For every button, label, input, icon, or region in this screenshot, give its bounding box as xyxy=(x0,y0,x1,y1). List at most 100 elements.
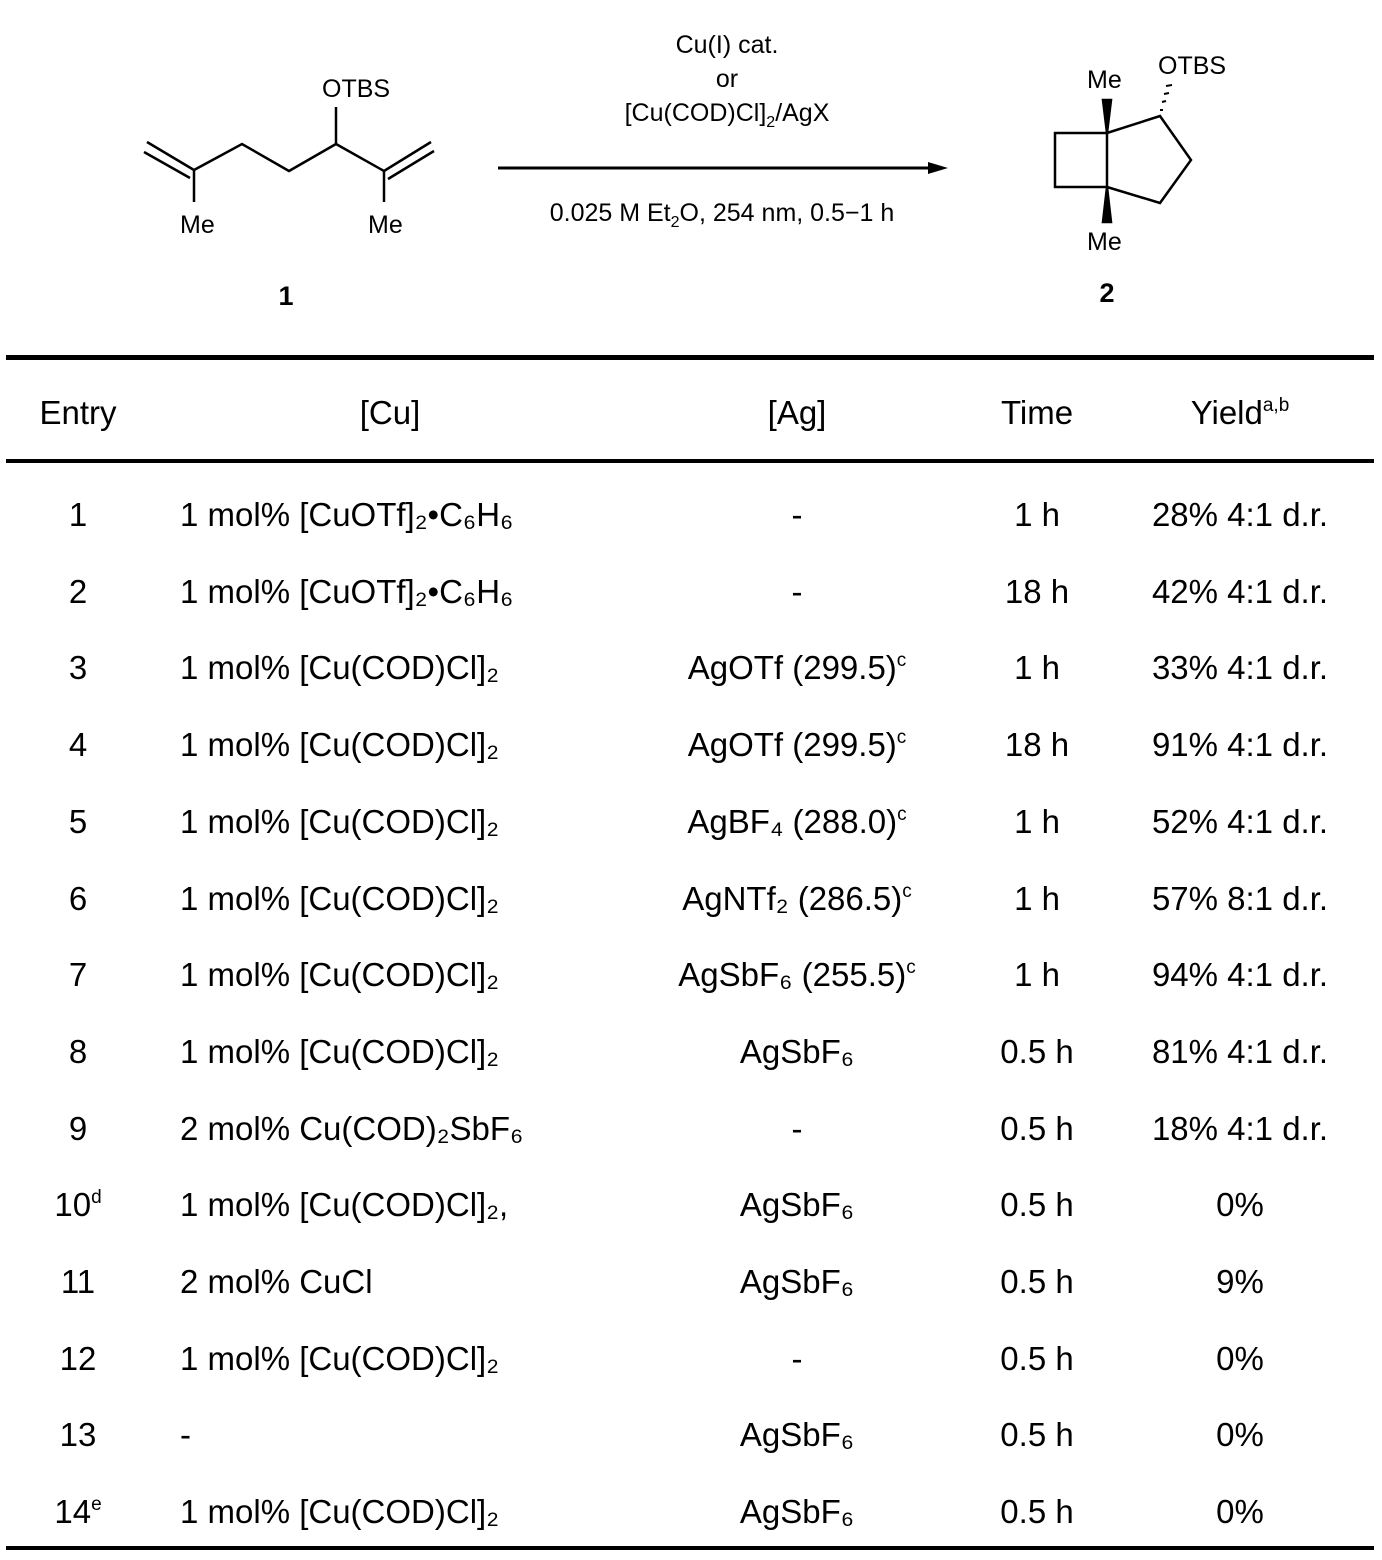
cell-time: 18 h xyxy=(1005,728,1069,761)
cell-time: 0.5 h xyxy=(1000,1495,1073,1528)
cell-ag-text: AgOTf (299.5) xyxy=(687,649,897,687)
cell-yield: 57% 8:1 d.r. xyxy=(1152,882,1328,915)
cell-ag-text: AgSbF₆ xyxy=(739,1186,855,1224)
cell-time: 1 h xyxy=(1014,882,1060,915)
footnote-marker: c xyxy=(897,803,907,825)
footnote-marker: d xyxy=(91,1187,102,1209)
cell-yield-text: 52% 4:1 d.r. xyxy=(1151,802,1329,840)
cell-cu-text: 1 mol% [CuOTf]₂•C₆H₆ xyxy=(180,496,514,533)
cell-entry-text: 6 xyxy=(68,879,88,917)
cell-entry-text: 8 xyxy=(68,1032,88,1070)
cell-ag: AgSbF₆ xyxy=(740,1495,854,1528)
table-bottom-rule xyxy=(6,1546,1374,1550)
cell-ag: AgBF₄ (288.0)c xyxy=(687,805,906,838)
cell-time-text: 0.5 h xyxy=(1000,1493,1074,1531)
cell-cu: 1 mol% [Cu(COD)Cl]₂ xyxy=(180,651,499,684)
condition-catalyst: Cu(I) cat. xyxy=(675,31,779,59)
cell-time: 18 h xyxy=(1005,575,1069,608)
alt-catalyst-text-2: /AgX xyxy=(775,99,830,127)
cell-time-text: 0.5 h xyxy=(1000,1416,1074,1454)
cell-entry: 9 xyxy=(69,1112,87,1145)
table-top-rule xyxy=(6,355,1374,360)
reactant-me-left-label: Me xyxy=(180,211,215,239)
cell-cu-text: 2 mol% Cu(COD)₂SbF₆ xyxy=(180,1109,524,1147)
header-entry: Entry xyxy=(39,394,117,431)
cell-entry-text: 2 xyxy=(68,572,88,610)
cell-cu-text: 1 mol% [Cu(COD)Cl]₂ xyxy=(180,1339,500,1377)
cell-yield: 0% xyxy=(1216,1342,1264,1375)
cell-ag: - xyxy=(792,498,803,531)
cell-yield: 42% 4:1 d.r. xyxy=(1152,575,1328,608)
cell-cu: 1 mol% [Cu(COD)Cl]₂ xyxy=(180,1342,499,1375)
cell-ag-text: AgSbF₆ xyxy=(739,1416,855,1454)
cell-ag: AgSbF₆ xyxy=(740,1265,854,1298)
cell-yield: 0% xyxy=(1216,1418,1264,1451)
reactant-otbs-label: OTBS xyxy=(322,75,391,103)
cell-yield-text: 81% 4:1 d.r. xyxy=(1151,1032,1329,1070)
header-yield-text: Yield xyxy=(1190,394,1263,431)
cell-time: 1 h xyxy=(1014,651,1060,684)
product-structure xyxy=(1053,84,1193,224)
cell-ag-text: AgOTf (299.5) xyxy=(687,726,897,764)
cell-yield-text: 0% xyxy=(1216,1493,1264,1531)
product-me-top-label: Me xyxy=(1087,66,1122,94)
cell-time: 0.5 h xyxy=(1000,1188,1073,1221)
cell-ag-text: - xyxy=(791,1109,803,1147)
cell-entry: 13 xyxy=(60,1418,97,1451)
header-ag: [Ag] xyxy=(767,394,827,431)
cell-yield-text: 0% xyxy=(1216,1416,1264,1454)
cell-time: 0.5 h xyxy=(1000,1418,1073,1451)
cell-entry: 10d xyxy=(54,1188,101,1221)
cell-cu-text: 1 mol% [Cu(COD)Cl]₂ xyxy=(180,649,500,687)
cell-entry: 4 xyxy=(69,728,87,761)
cell-entry-text: 14 xyxy=(54,1493,92,1531)
cell-yield: 33% 4:1 d.r. xyxy=(1152,651,1328,684)
footnote-marker: c xyxy=(902,880,912,902)
cell-yield: 91% 4:1 d.r. xyxy=(1152,728,1328,761)
cell-cu-text: 1 mol% [Cu(COD)Cl]₂ xyxy=(180,956,500,994)
solvent-text-2: O, 254 nm, 0.5−1 h xyxy=(679,199,895,227)
cell-ag-text: - xyxy=(791,572,803,610)
cell-yield-text: 94% 4:1 d.r. xyxy=(1151,956,1329,994)
cell-entry-text: 12 xyxy=(59,1339,97,1377)
header-time: Time xyxy=(1000,394,1074,431)
cell-ag-text: - xyxy=(791,496,803,533)
cell-yield-text: 28% 4:1 d.r. xyxy=(1151,496,1329,533)
cell-cu: 1 mol% [Cu(COD)Cl]₂ xyxy=(180,728,499,761)
cell-cu-text: - xyxy=(180,1416,191,1454)
cell-entry: 14e xyxy=(54,1495,101,1528)
cell-entry-text: 13 xyxy=(59,1416,97,1454)
cell-cu: 1 mol% [Cu(COD)Cl]₂, xyxy=(180,1188,508,1221)
header-yield: Yielda,b xyxy=(1191,396,1290,429)
reaction-arrow xyxy=(498,162,948,174)
cell-cu: 1 mol% [Cu(COD)Cl]₂ xyxy=(180,805,499,838)
cell-entry-text: 1 xyxy=(68,496,88,533)
cell-cu-text: 1 mol% [Cu(COD)Cl]₂ xyxy=(180,726,500,764)
reactant-number: 1 xyxy=(278,281,294,311)
cell-yield: 9% xyxy=(1216,1265,1264,1298)
cell-time-text: 18 h xyxy=(1004,726,1070,764)
cell-yield: 94% 4:1 d.r. xyxy=(1152,958,1328,991)
cell-cu-text: 1 mol% [Cu(COD)Cl]₂ xyxy=(180,1032,500,1070)
cell-entry: 12 xyxy=(60,1342,97,1375)
cell-ag-text: AgSbF₆ xyxy=(739,1263,855,1300)
cell-time-text: 1 h xyxy=(1014,496,1060,533)
cell-cu: 1 mol% [Cu(COD)Cl]₂ xyxy=(180,958,499,991)
cell-entry: 3 xyxy=(69,651,87,684)
cell-ag: - xyxy=(792,575,803,608)
reaction-scheme xyxy=(143,84,1193,224)
cell-yield-text: 91% 4:1 d.r. xyxy=(1151,726,1329,764)
cell-ag: AgNTf₂ (286.5)c xyxy=(682,882,912,915)
header-cu: [Cu] xyxy=(359,394,421,431)
cell-time-text: 18 h xyxy=(1004,572,1070,610)
cell-time-text: 0.5 h xyxy=(1000,1263,1074,1300)
cell-ag: - xyxy=(792,1342,803,1375)
cell-entry: 11 xyxy=(61,1265,95,1298)
cell-cu-text: 1 mol% [Cu(COD)Cl]₂ xyxy=(180,1493,500,1531)
cell-entry: 1 xyxy=(69,498,87,531)
cell-time: 1 h xyxy=(1014,498,1060,531)
cell-time-text: 1 h xyxy=(1014,649,1060,687)
cell-time-text: 1 h xyxy=(1014,956,1060,994)
reactant-me-right-label: Me xyxy=(368,211,403,239)
cell-ag: - xyxy=(792,1112,803,1145)
